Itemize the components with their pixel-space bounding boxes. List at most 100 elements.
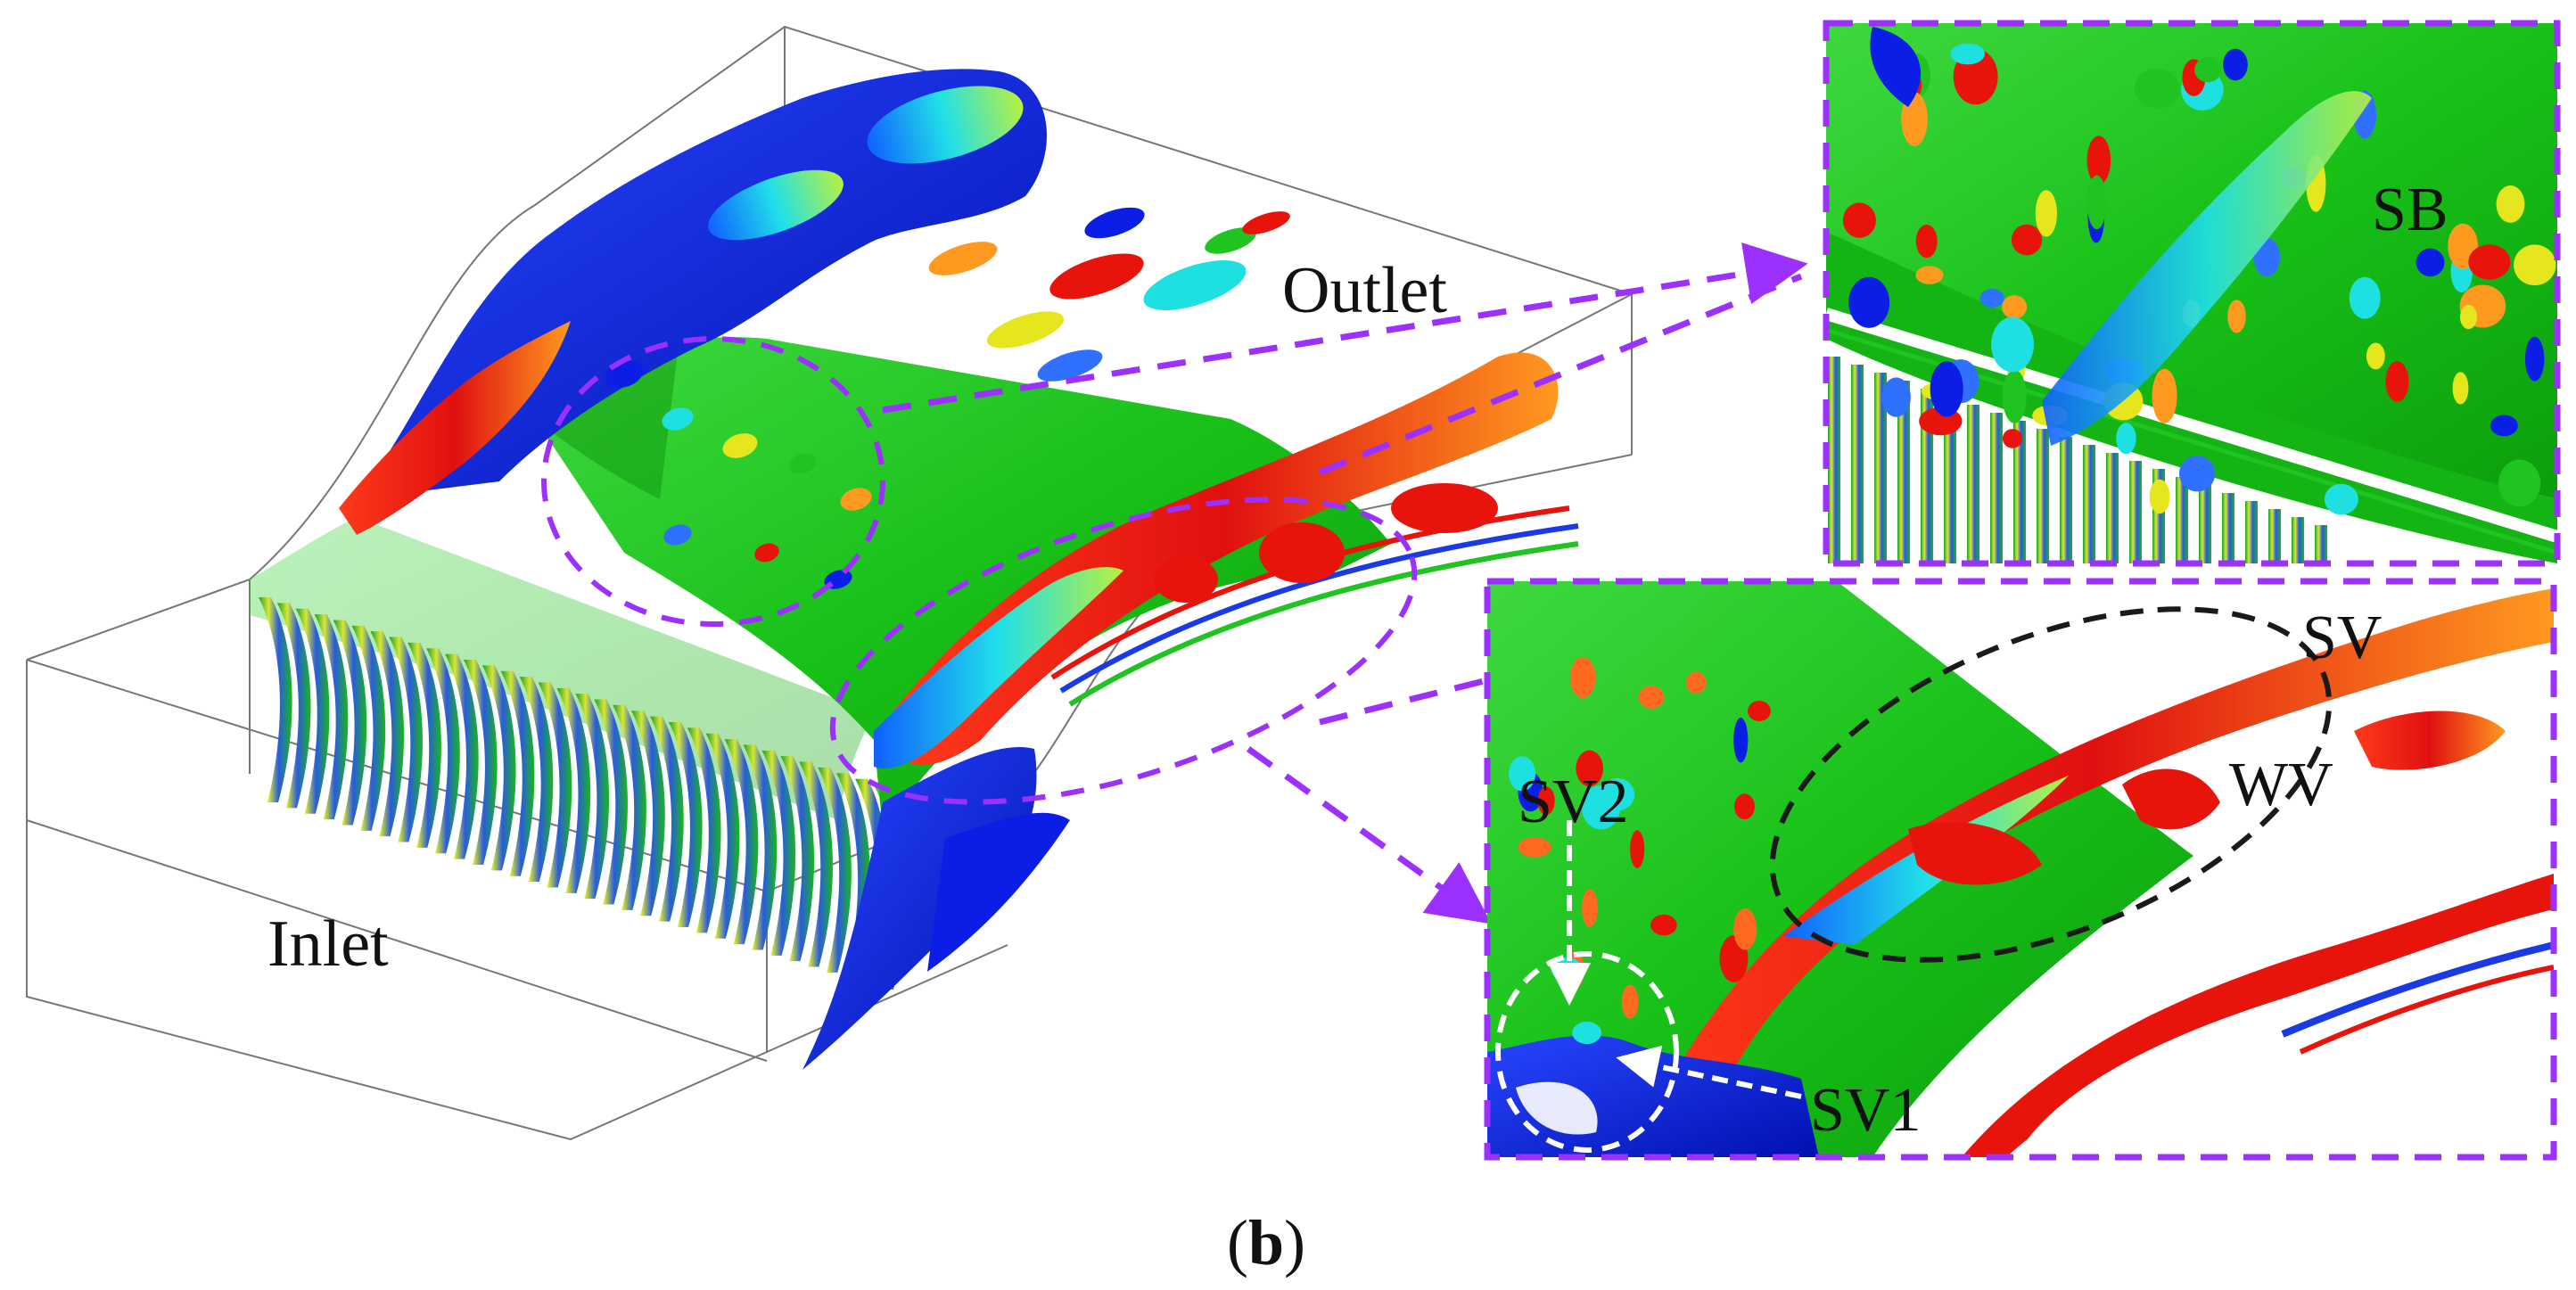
vortex-blob — [2194, 57, 2222, 83]
fin-streak — [687, 727, 721, 933]
fin-streak — [259, 597, 292, 802]
right-vortex-red — [892, 352, 1559, 766]
sv-label: SV — [2302, 604, 2382, 672]
sv1-label: SV1 — [1810, 1076, 1921, 1145]
fin-streak — [575, 694, 610, 900]
vortex-blob — [2385, 361, 2409, 402]
vortex-blob — [840, 488, 872, 511]
dashed-arrow-icon-4 — [1246, 746, 1492, 924]
vortex-blob — [754, 543, 779, 563]
vortex-blob — [2149, 479, 2170, 514]
vortex-blob — [986, 311, 1065, 349]
sb-label: SB — [2372, 176, 2448, 244]
zoom-box-sb — [1823, 20, 2561, 567]
vortex-blob — [1582, 889, 1598, 927]
fin-streak — [594, 699, 628, 905]
vortex-blob — [2366, 342, 2385, 370]
dashed-arrow-icon — [882, 242, 1808, 414]
vortex-blob — [2002, 429, 2023, 448]
vortex-blob — [2152, 368, 2177, 423]
vortex-blob — [722, 433, 758, 458]
vortex-blob — [1049, 253, 1144, 300]
fin-streak — [464, 660, 498, 865]
fin-streak — [2037, 429, 2049, 563]
fin-streak — [2268, 509, 2281, 563]
fin-streak — [743, 744, 778, 950]
vortex-blob — [2002, 295, 2028, 319]
fin-streak — [1967, 405, 1979, 563]
vortex-blob — [2002, 369, 2027, 423]
inlet-label: Inlet — [267, 908, 389, 981]
main-view: Outlet Inlet — [26, 25, 1808, 1141]
outlet-label: Outlet — [1282, 254, 1447, 327]
fin-streak — [799, 761, 833, 967]
caption-letter: b — [1248, 1207, 1284, 1278]
vortex-blob — [2514, 244, 2556, 286]
fin-streak — [500, 670, 535, 876]
fin-streak — [650, 716, 684, 922]
fin-streak — [1990, 413, 2003, 563]
main-dashed-ellipse-1 — [541, 336, 885, 627]
upper-vortex-red — [339, 321, 571, 535]
fin-streak — [276, 603, 311, 809]
fin-streak — [1897, 381, 1910, 563]
fin-row — [259, 597, 908, 990]
zoom-panel-sv: SV WV SV2 SV1 — [1484, 578, 2557, 1161]
fin-streak — [389, 637, 423, 842]
caption: (b) — [1227, 1207, 1305, 1278]
vortex-blob — [1991, 316, 2034, 373]
vortex-blob — [2134, 69, 2180, 109]
vortex-blob — [2086, 175, 2107, 230]
vortex-blob — [2178, 456, 2216, 492]
zoom-box-sv — [1484, 578, 2557, 1161]
fin-streak — [295, 608, 330, 814]
fin-streak — [556, 687, 591, 893]
vortex-blob — [1600, 777, 1635, 811]
vortex-blob — [2086, 136, 2111, 185]
vortex-blob — [1509, 756, 1535, 792]
vortex-blob — [2223, 48, 2248, 81]
dashed-arrow-icon-2 — [1318, 273, 1803, 476]
vortex-blob — [1930, 361, 1963, 417]
fin-streak — [818, 767, 852, 973]
fin-streak — [2245, 501, 2258, 563]
floating-blobs — [605, 207, 1290, 589]
fin-streak — [2315, 525, 2327, 563]
vortex-blob — [1242, 211, 1290, 234]
vortex-blob — [1518, 837, 1551, 858]
fin-streak — [613, 704, 646, 910]
fin-streak — [370, 631, 405, 837]
fin-streak — [2292, 517, 2304, 563]
fin-streak — [407, 642, 441, 848]
vortex-blob — [1569, 656, 1596, 699]
fin-streak — [2083, 445, 2095, 563]
connector-arrows — [882, 242, 1808, 924]
vortex-blob — [1576, 750, 1603, 787]
caption-open: ( — [1227, 1207, 1248, 1278]
wv-label: WV — [2229, 751, 2333, 819]
fin-streak — [705, 733, 740, 939]
zoom-panel-sb: SB — [1823, 20, 2561, 567]
vortex-blob — [1630, 830, 1645, 868]
vortex-blob — [2459, 304, 2478, 330]
vortex-blob — [1915, 266, 1944, 284]
vortex-blob — [2324, 483, 2358, 515]
vortex-blob — [2498, 459, 2541, 507]
fin-streak — [2129, 461, 2142, 563]
vortex-blob — [1037, 349, 1103, 382]
vortex-blob — [1650, 914, 1677, 936]
vortex-blob — [2490, 415, 2518, 437]
fin-streak — [538, 682, 572, 888]
fin-streak — [1851, 365, 1864, 563]
sv2-label: SV2 — [1518, 768, 1628, 836]
vortex-blob — [1537, 786, 1555, 816]
main-dashed-ellipse-2 — [829, 497, 1418, 805]
fin-streak — [519, 677, 554, 883]
fin-streak — [1874, 373, 1887, 563]
fin-streak — [761, 750, 796, 956]
vortex-blob — [1979, 288, 2004, 308]
fin-streak — [426, 648, 460, 854]
vortex-blob — [663, 524, 692, 546]
vortex-blob — [1205, 227, 1256, 254]
